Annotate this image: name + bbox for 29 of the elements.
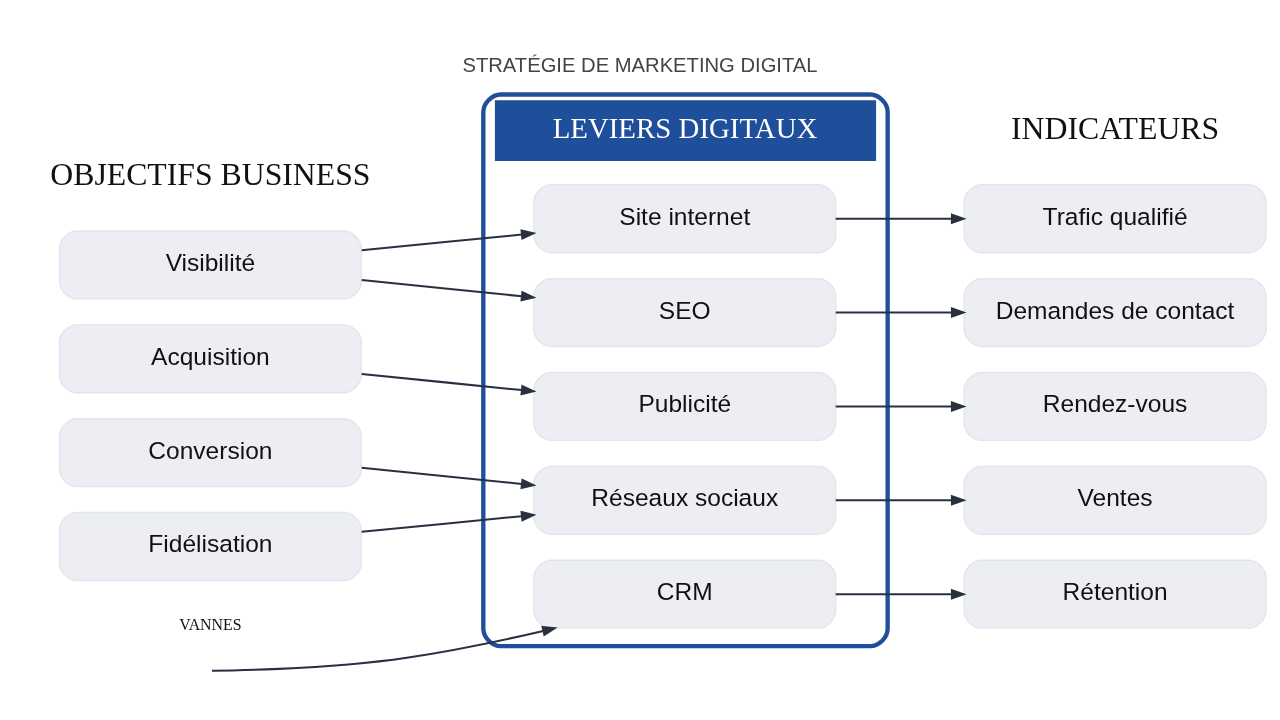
node-box: Ventes	[963, 465, 1267, 535]
label: VANNES	[179, 615, 242, 633]
node-box: Conversion	[58, 417, 363, 487]
diagram-title: STRATÉGIE DE MARKETING DIGITAL	[462, 53, 818, 76]
arrow	[835, 494, 967, 506]
node-box: Visibilité	[58, 229, 363, 300]
node-box: Réseaux sociaux	[533, 465, 837, 535]
node-box: Publicité	[533, 371, 837, 441]
arrow	[835, 400, 967, 412]
arrow	[361, 278, 537, 302]
node-box: Demandes de contact	[963, 277, 1267, 347]
arrow	[835, 588, 967, 600]
arrow	[835, 212, 967, 224]
arrow	[361, 466, 537, 489]
arrow	[835, 306, 967, 318]
node-box: Fidélisation	[58, 511, 363, 581]
node-box: Acquisition	[58, 323, 363, 393]
node-box: SEO	[533, 277, 837, 347]
arrow	[361, 510, 537, 533]
node-box: Trafic qualifié	[963, 183, 1267, 253]
node-box: CRM	[533, 559, 837, 629]
label: OBJECTIFS BUSINESS	[50, 156, 371, 192]
arrow	[361, 228, 537, 251]
arrow	[361, 372, 537, 395]
label: INDICATEURS	[1011, 110, 1220, 146]
node-box: Site internet	[533, 183, 837, 253]
node-box: Rétention	[963, 559, 1267, 629]
node-box: Rendez-vous	[963, 371, 1267, 441]
arrow	[211, 625, 558, 672]
